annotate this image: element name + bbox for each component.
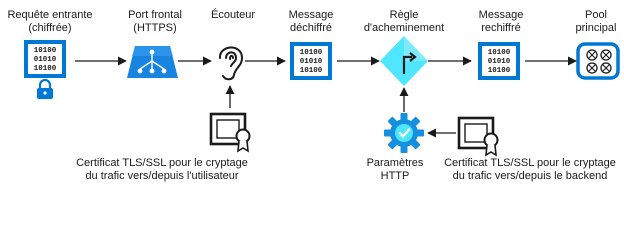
ear-icon	[218, 46, 244, 81]
listener-label: Écouteur	[210, 9, 256, 21]
svg-text:01010: 01010	[300, 58, 323, 66]
flow-arrows	[75, 56, 577, 138]
svg-text:01010: 01010	[34, 56, 57, 64]
svg-text:10100: 10100	[300, 49, 323, 57]
backend-certificate-icon	[457, 116, 499, 157]
svg-text:10100: 10100	[34, 65, 57, 73]
reencrypted-message-binary-icon: 10100 01010 10100	[478, 42, 520, 80]
svg-text:10100: 10100	[34, 47, 57, 55]
svg-text:10100: 10100	[488, 67, 511, 75]
lock-icon	[37, 78, 53, 99]
routing-rule-diamond-icon	[380, 36, 428, 86]
incoming-request-binary-icon: 10100 01010 10100	[24, 40, 66, 78]
svg-text:01010: 01010	[488, 58, 511, 66]
svg-text:10100: 10100	[488, 49, 511, 57]
decrypted-message-binary-icon: 10100 01010 10100	[290, 42, 332, 80]
svg-text:10100: 10100	[300, 67, 323, 75]
gear-icon	[384, 113, 424, 153]
server-pool-icon	[576, 42, 620, 80]
incoming-request-label: Requête entrante(chiffrée)	[7, 9, 93, 34]
frontend-port-label: Port frontal(HTTPS)	[128, 9, 182, 34]
frontend-certificate-icon	[209, 112, 251, 153]
load-balancer-icon	[127, 46, 178, 78]
